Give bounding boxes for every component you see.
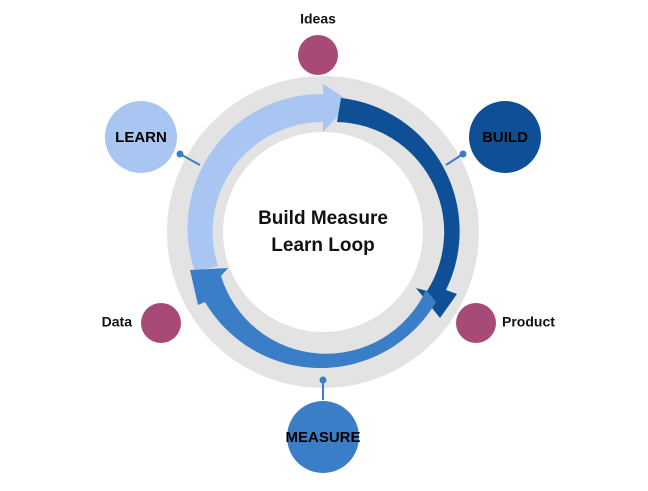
connector-learn-dot bbox=[176, 150, 184, 158]
connector-build-dot bbox=[459, 150, 467, 158]
build-stage-circle bbox=[469, 101, 541, 173]
arrow-build-to-measure bbox=[337, 98, 460, 318]
center-title-line-1: Build Measure bbox=[258, 208, 388, 229]
ideas-output-circle bbox=[298, 35, 338, 75]
cycle-arrows bbox=[187, 84, 460, 369]
arrow-learn-to-build bbox=[187, 84, 351, 272]
data-output-circle bbox=[141, 303, 181, 343]
ideas-output-label: Ideas bbox=[300, 11, 336, 27]
center-disc bbox=[225, 134, 421, 330]
center-title-line-2: Learn Loop bbox=[271, 235, 374, 256]
build-stage-label: BUILD bbox=[482, 129, 528, 146]
connector-measure-dot bbox=[319, 376, 327, 384]
connector-learn bbox=[179, 153, 201, 166]
arrow-measure-to-learn bbox=[190, 268, 436, 369]
product-output-label: Product bbox=[502, 314, 555, 330]
measure-stage-label: MEASURE bbox=[285, 429, 360, 446]
measure-stage-circle bbox=[287, 401, 359, 473]
learn-stage-label: LEARN bbox=[115, 129, 167, 146]
learn-stage-circle bbox=[105, 101, 177, 173]
connectors bbox=[176, 150, 467, 400]
product-output-circle bbox=[456, 303, 496, 343]
data-output-label: Data bbox=[102, 314, 133, 330]
